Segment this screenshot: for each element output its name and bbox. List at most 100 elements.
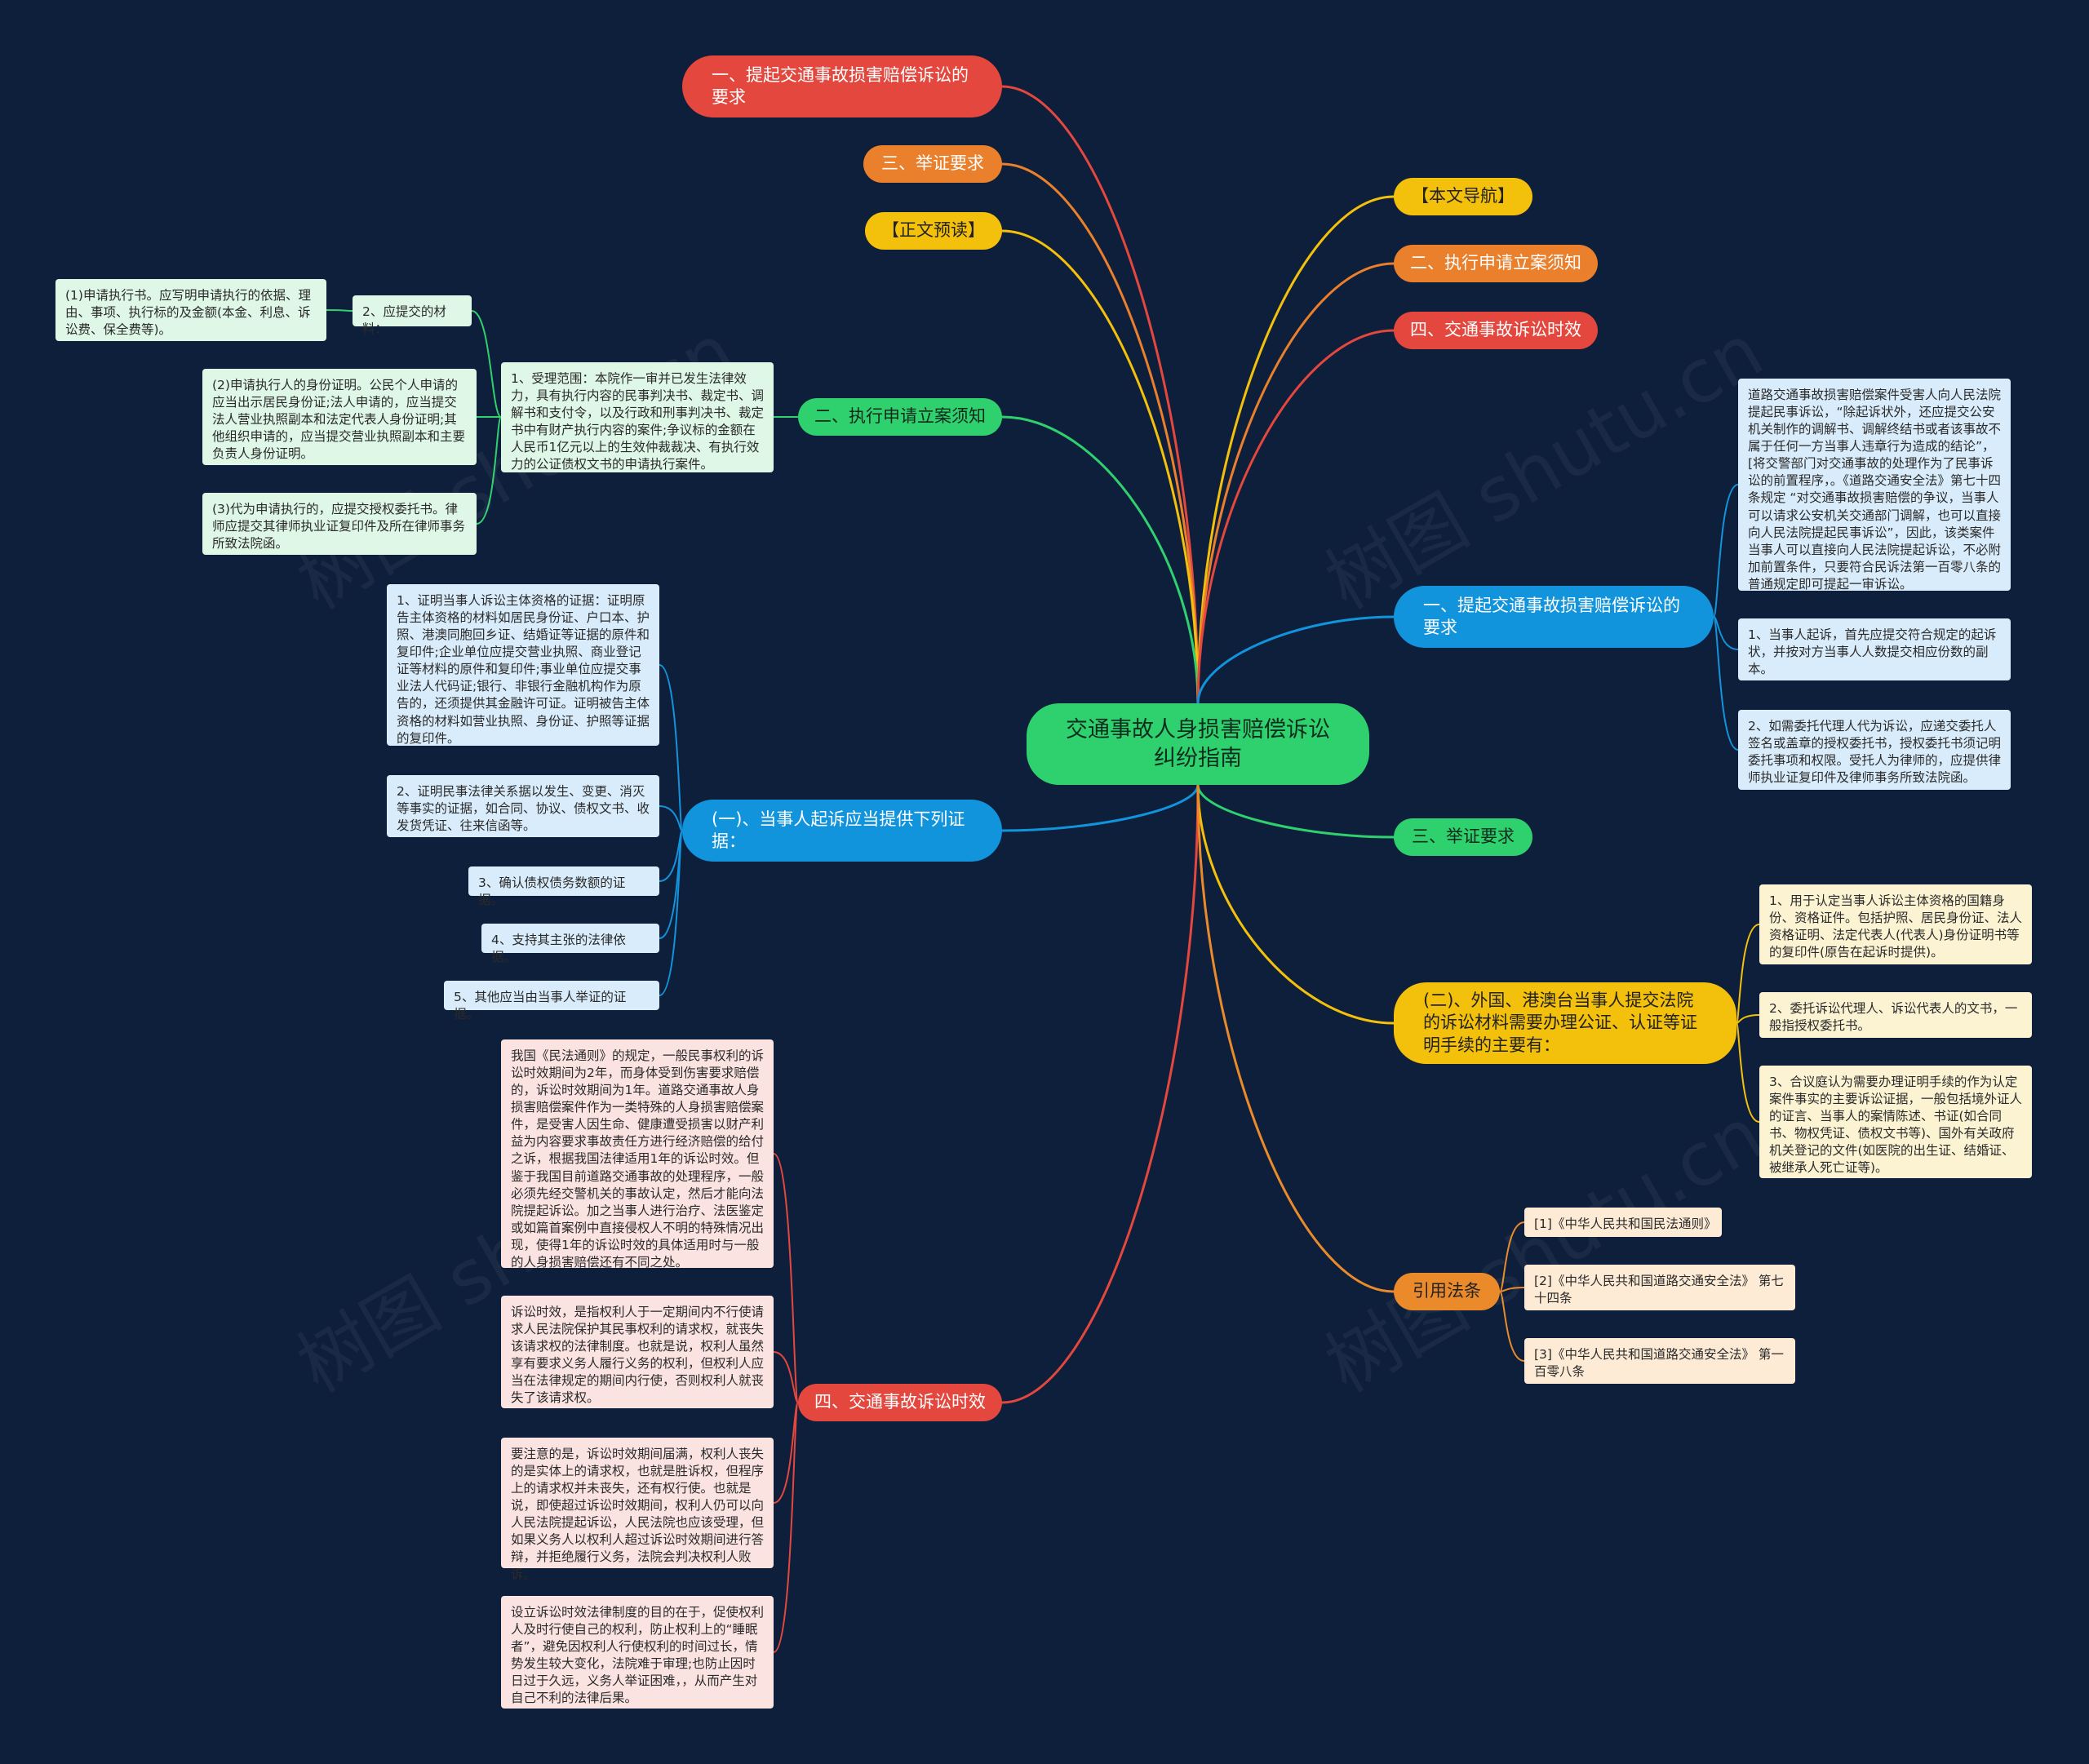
law-item-3: [3]《中华人民共和国道路交通安全法》 第一百零八条 xyxy=(1524,1338,1795,1384)
child-connector xyxy=(1736,1022,1760,1123)
child-connector xyxy=(773,1153,799,1403)
left-node-preview[interactable]: 【正文预读】 xyxy=(865,212,1002,250)
child-connector xyxy=(1736,924,1760,1024)
requirement-text: 道路交通事故损害赔偿案件受害人向人民法院提起民事诉讼，“除起诉状外，还应提交公安… xyxy=(1748,388,2002,592)
node-label: 一、提起交通事故损害赔偿诉讼的要求 xyxy=(712,64,969,107)
node-label: 引用法条 xyxy=(1413,1281,1481,1301)
party-evidence-item-3: 3、确认债权债务数额的证据。 xyxy=(468,866,659,907)
evidence-text: 1、证明当事人诉讼主体资格的证据：证明原告主体资格的材料如居民身份证、户口本、护… xyxy=(397,593,650,746)
material-text: (1)申请执行书。应写明申请执行的依据、理由、事项、执行标的及金额(本金、利息、… xyxy=(65,288,311,338)
law-text: [3]《中华人民共和国道路交通安全法》 第一百零八条 xyxy=(1534,1347,1784,1380)
execution-material-1: (1)申请执行书。应写明申请执行的依据、理由、事项、执行标的及金额(本金、利息、… xyxy=(55,279,326,341)
law-item-2: [2]《中华人民共和国道路交通安全法》 第七十四条 xyxy=(1524,1265,1795,1310)
root-connector xyxy=(1196,195,1395,705)
root-connector xyxy=(1000,415,1200,705)
limitation-text: 设立诉讼时效法律制度的目的在于，促使权利人及时行使自己的权利，防止权利上的“睡眠… xyxy=(511,1605,765,1706)
root-title: 交通事故人身损害赔偿诉讼纠纷指南 xyxy=(1066,716,1330,771)
child-connector xyxy=(1499,1221,1525,1292)
materials-label-text: 2、应提交的材料： xyxy=(362,304,446,337)
party-evidence-item-1: 1、证明当事人诉讼主体资格的证据：证明原告主体资格的材料如居民身份证、户口本、护… xyxy=(387,584,659,746)
requirements-item-1: 道路交通事故损害赔偿案件受害人向人民法院提起民事诉讼，“除起诉状外，还应提交公安… xyxy=(1738,379,2011,592)
root-connector xyxy=(1000,85,1200,705)
limitation-text: 诉讼时效，是指权利人于一定期间内不行使请求人民法院保护其民事权利的请求权，就丧失… xyxy=(511,1305,765,1406)
party-evidence-item-2: 2、证明民事法律关系据以发生、变更、消灭等事实的证据，如合同、协议、债权文书、收… xyxy=(387,775,659,837)
root-connector xyxy=(1000,229,1200,705)
node-label: (二)、外国、港澳台当事人提交法院的诉讼材料需要办理公证、认证等证明手续的主要有… xyxy=(1423,991,1697,1055)
root-connector xyxy=(1000,783,1200,832)
child-connector xyxy=(476,416,502,525)
right-node-foreign[interactable]: (二)、外国、港澳台当事人提交法院的诉讼材料需要办理公证、认证等证明手续的主要有… xyxy=(1394,982,1736,1064)
execution-scope-box: 1、受理范围：本院作一审并已发生法律效力，具有执行内容的民事判决书、裁定书、调解… xyxy=(501,362,774,472)
left-node-party-evidence[interactable]: (一)、当事人起诉应当提供下列证据： xyxy=(682,800,1002,862)
node-label: 二、执行申请立案须知 xyxy=(814,406,986,427)
child-connector xyxy=(471,310,502,418)
root-node[interactable]: 交通事故人身损害赔偿诉讼纠纷指南 xyxy=(1027,703,1369,785)
node-label: 四、交通事故诉讼时效 xyxy=(1410,320,1581,340)
requirement-text: 2、如需委托代理人代为诉讼，应递交委托人签名或盖章的授权委托书，授权委托书须记明… xyxy=(1748,719,2002,786)
child-connector xyxy=(773,1351,799,1403)
child-connector xyxy=(659,830,683,996)
left-node-execution[interactable]: 二、执行申请立案须知 xyxy=(798,398,1002,436)
right-node-nav[interactable]: 【本文导航】 xyxy=(1394,178,1532,215)
material-text: (3)代为申请执行的，应提交授权委托书。律师应提交其律师执业证复印件及所在律师事… xyxy=(212,502,466,552)
child-connector xyxy=(1499,1291,1525,1362)
foreign-item-3: 3、合议庭认为需要办理证明手续的作为认定案件事实的主要诉讼证据，一般包括境外证人… xyxy=(1759,1066,2032,1178)
execution-scope-text: 1、受理范围：本院作一审并已发生法律效力，具有执行内容的民事判决书、裁定书、调解… xyxy=(511,371,765,472)
requirements-item-3: 2、如需委托代理人代为诉讼，应递交委托人签名或盖章的授权委托书，授权委托书须记明… xyxy=(1738,710,2011,790)
law-item-1: [1]《中华人民共和国民法通则》 xyxy=(1524,1208,1722,1237)
right-node-requirements[interactable]: 一、提起交通事故损害赔偿诉讼的要求 xyxy=(1394,586,1714,648)
root-connector xyxy=(1000,783,1200,1404)
node-label: 四、交通事故诉讼时效 xyxy=(814,1392,986,1412)
limitation-item-4: 设立诉讼时效法律制度的目的在于，促使权利人及时行使自己的权利，防止权利上的“睡眠… xyxy=(501,1596,774,1709)
root-connector xyxy=(1196,262,1395,705)
root-connector xyxy=(1196,329,1395,705)
child-connector xyxy=(1499,1287,1525,1292)
requirement-text: 1、当事人起诉，首先应提交符合规定的起诉状，并按对方当事人人数提交相应份数的副本… xyxy=(1748,627,1997,677)
node-label: 二、执行申请立案须知 xyxy=(1410,253,1581,273)
left-node-limitation[interactable]: 四、交通事故诉讼时效 xyxy=(798,1384,1002,1421)
child-connector xyxy=(1736,1014,1760,1024)
right-node-laws[interactable]: 引用法条 xyxy=(1394,1273,1500,1310)
right-node-execution[interactable]: 二、执行申请立案须知 xyxy=(1394,245,1598,282)
node-label: 一、提起交通事故损害赔偿诉讼的要求 xyxy=(1423,595,1680,637)
foreign-text: 3、合议庭认为需要办理证明手续的作为认定案件事实的主要诉讼证据，一般包括境外证人… xyxy=(1769,1075,2023,1176)
execution-material-3: (3)代为申请执行的，应提交授权委托书。律师应提交其律师执业证复印件及所在律师事… xyxy=(202,493,477,555)
evidence-text: 4、支持其主张的法律依据。 xyxy=(491,933,626,965)
material-text: (2)申请执行人的身份证明。公民个人申请的应当出示居民身份证;法人申请的，应当提… xyxy=(212,378,466,462)
evidence-text: 3、确认债权债务数额的证据。 xyxy=(478,875,626,908)
limitation-item-1: 我国《民法通则》的规定，一般民事权利的诉讼时效期间为2年，而身体受到伤害要求赔偿… xyxy=(501,1039,774,1270)
node-label: 【正文预读】 xyxy=(882,220,985,241)
child-connector xyxy=(773,1402,799,1653)
evidence-text: 5、其他应当由当事人举证的证据。 xyxy=(454,990,627,1022)
execution-material-2: (2)申请执行人的身份证明。公民个人申请的应当出示居民身份证;法人申请的，应当提… xyxy=(202,369,477,465)
left-node-requirements[interactable]: 一、提起交通事故损害赔偿诉讼的要求 xyxy=(682,55,1002,117)
root-connector xyxy=(1196,615,1395,705)
foreign-text: 2、委托诉讼代理人、诉讼代表人的文书，一般指授权委托书。 xyxy=(1769,1001,2018,1034)
left-node-evidence[interactable]: 三、举证要求 xyxy=(863,145,1002,183)
foreign-item-1: 1、用于认定当事人诉讼主体资格的国籍身份、资格证件。包括护照、居民身份证、法人资… xyxy=(1759,884,2032,964)
foreign-item-2: 2、委托诉讼代理人、诉讼代表人的文书，一般指授权委托书。 xyxy=(1759,992,2032,1038)
requirements-item-2: 1、当事人起诉，首先应提交符合规定的起诉状，并按对方当事人人数提交相应份数的副本… xyxy=(1738,618,2011,680)
limitation-text: 我国《民法通则》的规定，一般民事权利的诉讼时效期间为2年，而身体受到伤害要求赔偿… xyxy=(511,1048,765,1270)
child-connector xyxy=(1713,616,1739,751)
child-connector xyxy=(1713,484,1739,618)
node-label: (一)、当事人起诉应当提供下列证据： xyxy=(712,809,965,851)
node-label: 三、举证要求 xyxy=(1412,827,1515,847)
right-node-evidence[interactable]: 三、举证要求 xyxy=(1394,818,1532,856)
root-connector xyxy=(1196,783,1395,1025)
child-connector xyxy=(659,664,683,831)
party-evidence-item-4: 4、支持其主张的法律依据。 xyxy=(481,924,659,964)
root-connector xyxy=(1196,783,1395,1293)
child-connector xyxy=(659,805,683,831)
right-node-limitation[interactable]: 四、交通事故诉讼时效 xyxy=(1394,312,1598,349)
child-connector xyxy=(326,309,353,312)
limitation-item-3: 要注意的是，诉讼时效期间届满，权利人丧失的是实体上的请求权，也就是胜诉权，但程序… xyxy=(501,1438,774,1582)
limitation-text: 要注意的是，诉讼时效期间届满，权利人丧失的是实体上的请求权，也就是胜诉权，但程序… xyxy=(511,1447,765,1582)
root-connector xyxy=(1196,783,1395,839)
foreign-text: 1、用于认定当事人诉讼主体资格的国籍身份、资格证件。包括护照、居民身份证、法人资… xyxy=(1769,893,2023,960)
law-text: [2]《中华人民共和国道路交通安全法》 第七十四条 xyxy=(1534,1274,1784,1306)
limitation-item-2: 诉讼时效，是指权利人于一定期间内不行使请求人民法院保护其民事权利的请求权，就丧失… xyxy=(501,1296,774,1408)
law-text: [1]《中华人民共和国民法通则》 xyxy=(1534,1217,1717,1231)
